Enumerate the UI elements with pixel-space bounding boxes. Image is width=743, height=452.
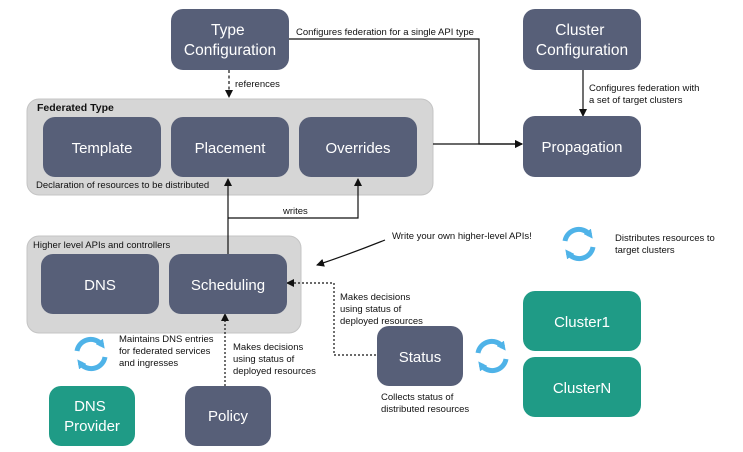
label-references: references [235, 79, 280, 90]
node-policy[interactable]: Policy [185, 386, 271, 446]
connectors [221, 38, 587, 386]
type-configuration-label-line2: Configuration [184, 42, 276, 59]
label-makes-decisions-status: Makes decisions using status of deployed… [340, 292, 423, 327]
higher-level-caption: Higher level APIs and controllers [33, 240, 171, 251]
propagation-label: Propagation [542, 139, 623, 156]
dns-label: DNS [84, 277, 116, 294]
label-configures-single-api: Configures federation for a single API t… [296, 27, 474, 38]
cluster-configuration-label-line1: Cluster [555, 22, 604, 39]
overrides-label: Overrides [325, 140, 390, 157]
node-dns-provider[interactable]: DNS Provider [49, 386, 135, 446]
cluster1-label: Cluster1 [554, 314, 610, 331]
template-label: Template [72, 140, 133, 157]
cluster-configuration-label-line2: Configuration [536, 42, 628, 59]
arrow-status-to-scheduling [286, 279, 376, 356]
dns-provider-label-line1: DNS [74, 398, 106, 415]
arrow-write-your-own [316, 239, 386, 267]
dns-provider-label-line2: Provider [64, 418, 120, 435]
label-configures-targets: Configures federation with a set of targ… [589, 83, 702, 106]
label-distributes: Distributes resources to target clusters [615, 233, 717, 256]
label-write-your-own: Write your own higher-level APIs! [392, 231, 532, 242]
node-placement[interactable]: Placement [171, 117, 289, 177]
cycle-icon-distributes [562, 226, 596, 262]
node-status[interactable]: Status [377, 326, 463, 386]
node-clustern[interactable]: ClusterN [523, 357, 641, 417]
policy-label: Policy [208, 408, 249, 425]
label-writes: writes [282, 206, 308, 217]
federated-type-title: Federated Type [37, 102, 114, 114]
node-cluster1[interactable]: Cluster1 [523, 291, 641, 351]
placement-label: Placement [195, 140, 267, 157]
cycle-icon-status [475, 338, 509, 374]
node-template[interactable]: Template [43, 117, 161, 177]
arrow-writes-overrides [228, 178, 362, 219]
clustern-label: ClusterN [553, 380, 611, 397]
label-collects-status: Collects status of distributed resources [381, 392, 469, 415]
node-type-configuration[interactable]: Type Configuration [171, 9, 289, 70]
scheduling-label: Scheduling [191, 277, 265, 294]
node-propagation[interactable]: Propagation [523, 116, 641, 177]
type-configuration-label-line1: Type [211, 22, 245, 39]
label-makes-decisions-policy: Makes decisions using status of deployed… [233, 342, 316, 377]
federated-type-caption: Declaration of resources to be distribut… [36, 180, 209, 191]
node-cluster-configuration[interactable]: Cluster Configuration [523, 9, 641, 70]
status-label: Status [399, 349, 442, 366]
svg-text:Type Configuration: Type Configuration [184, 22, 276, 59]
node-scheduling[interactable]: Scheduling [169, 254, 287, 314]
cycle-icon-dns [74, 336, 108, 372]
node-overrides[interactable]: Overrides [299, 117, 417, 177]
svg-text:DNS Provider: DNS Provider [64, 398, 120, 435]
node-dns[interactable]: DNS [41, 254, 159, 314]
label-maintains-dns: Maintains DNS entries for federated serv… [119, 334, 216, 369]
svg-text:Cluster Configuration: Cluster Configuration [536, 22, 628, 59]
